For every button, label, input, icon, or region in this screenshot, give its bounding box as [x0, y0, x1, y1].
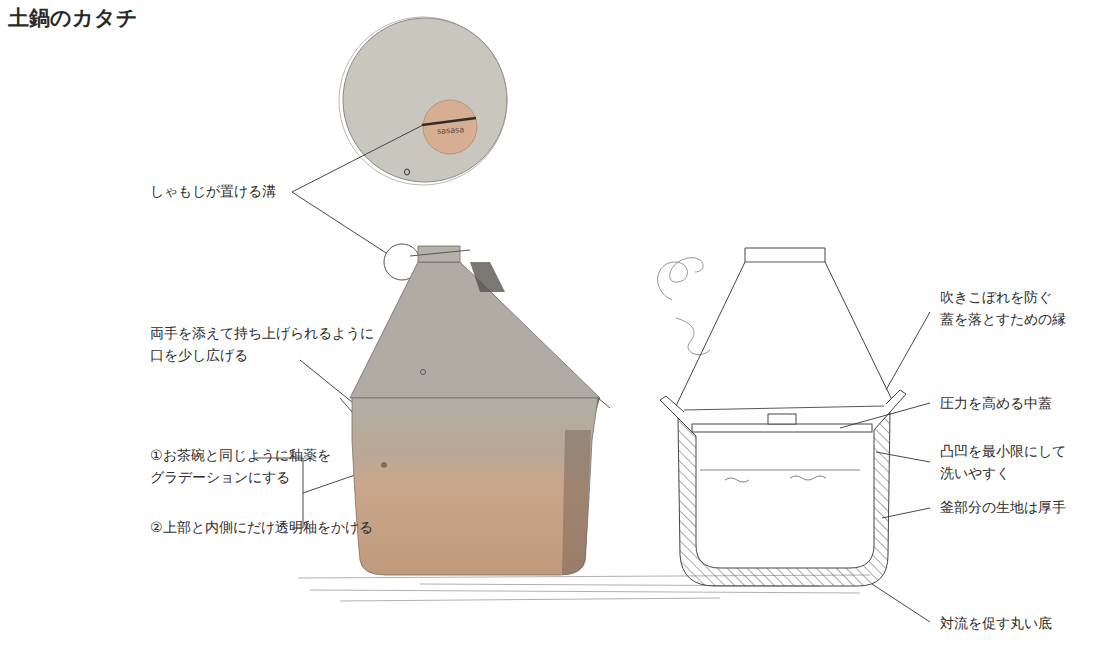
ladle-groove	[422, 118, 476, 125]
brand-mark: sasasa	[437, 125, 465, 137]
leader-line	[292, 124, 425, 192]
steam	[658, 258, 710, 355]
pot-lid	[350, 262, 600, 398]
thick-wall-section	[678, 412, 890, 586]
title: 土鍋のカタチ	[8, 4, 138, 32]
pointer-dot	[381, 462, 387, 468]
leader-line	[876, 452, 930, 462]
annotation: 対流を促す丸い底	[940, 612, 1052, 634]
leader-line	[882, 508, 930, 518]
inner-lid-knob	[768, 414, 796, 424]
bracket	[255, 458, 303, 528]
pot-ear	[340, 398, 610, 412]
lid-shadow	[470, 262, 505, 292]
lid-knob	[423, 100, 477, 154]
leader-line	[840, 403, 930, 428]
ladle-on-lid	[410, 250, 470, 256]
annotation: 吹きこぼれを防ぐ 蓋を落とすための縁	[940, 286, 1066, 330]
lid-sketch-stroke	[339, 17, 507, 185]
lid-knob-side	[418, 246, 460, 262]
body-shadow	[562, 430, 591, 575]
leader-line	[872, 584, 930, 622]
leader-line	[886, 312, 930, 390]
annotation: ①お茶碗と同じように釉薬を グラデーションにする	[150, 444, 331, 488]
annotation: しゃもじが置ける溝	[150, 180, 276, 202]
leader-line	[300, 360, 352, 402]
inner-lid	[692, 424, 872, 432]
annotation: 圧力を高める中蓋	[940, 392, 1052, 414]
steam-hole	[421, 370, 426, 375]
lid-top-view	[343, 18, 507, 182]
annotation: ②上部と内側にだけ透明釉をかける	[150, 516, 373, 538]
pot-body	[352, 398, 598, 575]
lid-edge	[684, 262, 884, 410]
annotation: 釜部分の生地は厚手	[940, 496, 1066, 518]
annotation: 両手を添えて持ち上げられるように 口を少し広げる	[150, 322, 374, 366]
annotation: 凸凹を最小限にして 洗いやすく	[940, 440, 1066, 484]
steam-hole	[405, 169, 410, 175]
lid-section	[675, 248, 893, 408]
water-line	[700, 470, 860, 482]
leader-line	[292, 192, 400, 262]
